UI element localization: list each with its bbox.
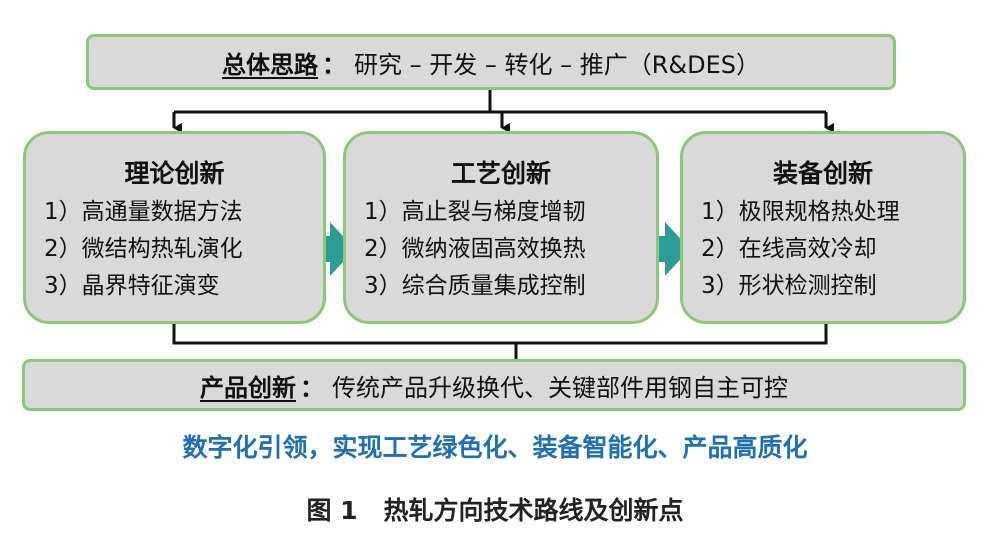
list-item: 2）微结构热轧演化 [44,236,243,262]
flow-arrow-theory-to-process [306,222,355,276]
overall-approach-bar: 总体思路 ： 研究 – 开发 – 转化 – 推广（R&DES） [86,34,896,90]
bottom-bracket [172,324,828,345]
figure-caption: 图 1 热轧方向技术路线及创新点 [0,491,990,527]
theory-innovation-title: 理论创新 [124,159,225,188]
flow-arrow-process-to-equipment [641,222,690,276]
equipment-innovation-title: 装备创新 [772,159,873,188]
list-item: 1）高通量数据方法 [44,199,243,225]
list-item: 3）形状检测控制 [701,273,877,299]
product-innovation-bar: 产品创新 ： 传统产品升级换代、关键部件用钢自主可控 [22,359,966,411]
theory-innovation-list: 1）高通量数据方法 2）微结构热轧演化 3）晶界特征演变 [44,194,319,305]
figure-title: 热轧方向技术路线及创新点 [383,496,684,525]
overall-approach-key: 总体思路 [221,50,318,79]
process-innovation-card: 工艺创新 1）高止裂与梯度增韧 2）微纳液固高效换热 3）综合质量集成控制 [343,131,659,324]
theory-innovation-card: 理论创新 1）高通量数据方法 2）微结构热轧演化 3）晶界特征演变 [23,131,326,324]
product-innovation-text: 传统产品升级换代、关键部件用钢自主可控 [332,373,788,402]
product-innovation-separator: ： [300,373,324,402]
list-item: 3）晶界特征演变 [44,273,220,299]
overall-approach-separator: ： [321,50,346,79]
list-item: 3）综合质量集成控制 [364,273,586,299]
slogan: 数字化引领，实现工艺绿色化、装备智能化、产品高质化 [182,433,808,462]
product-innovation-key: 产品创新 [200,373,296,402]
list-item: 2）微纳液固高效换热 [364,236,586,262]
equipment-innovation-list: 1）极限规格热处理 2）在线高效冷却 3）形状检测控制 [701,194,959,305]
list-item: 1）高止裂与梯度增韧 [364,199,586,225]
process-innovation-title: 工艺创新 [450,159,551,188]
equipment-innovation-card: 装备创新 1）极限规格热处理 2）在线高效冷却 3）形状检测控制 [680,131,966,324]
overall-approach-text: 研究 – 开发 – 转化 – 推广（R&DES） [353,50,761,79]
list-item: 1）极限规格热处理 [701,199,900,225]
process-innovation-list: 1）高止裂与梯度增韧 2）微纳液固高效换热 3）综合质量集成控制 [364,194,652,305]
list-item: 2）在线高效冷却 [701,236,877,262]
figure-number: 图 1 [306,496,358,525]
